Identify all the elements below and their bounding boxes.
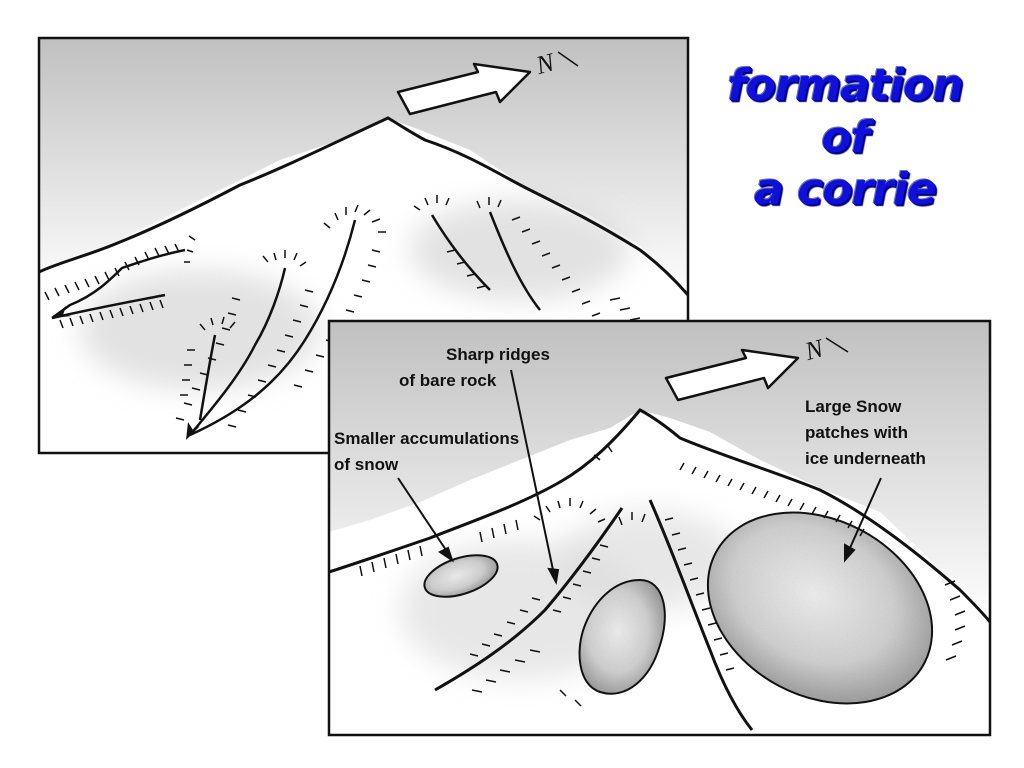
north-arrow-tail <box>825 337 849 353</box>
title-line-2: a corrie <box>754 164 937 215</box>
north-arrow-icon <box>664 348 800 402</box>
svg-text:patches with: patches with <box>805 423 908 442</box>
stream-arrow-icon <box>52 306 72 318</box>
sharp-ridge-lines <box>434 499 754 731</box>
after-panel <box>329 321 990 735</box>
svg-text:Large Snow: Large Snow <box>805 397 902 416</box>
diagram-title: formation of a corrie <box>700 60 990 216</box>
after-panel-frame <box>327 319 992 737</box>
svg-text:Smaller accumulations: Smaller accumulations <box>334 429 519 448</box>
svg-text:Sharp ridges: Sharp ridges <box>446 345 550 364</box>
title-line-1: formation of <box>727 60 963 163</box>
mountain-ridge-line <box>329 408 990 623</box>
stream-arrow-icon <box>186 422 200 440</box>
label-pointer-arrows <box>397 369 882 586</box>
label-large-snow: Large Snow patches with ice underneath <box>805 397 926 468</box>
north-arrow-icon <box>396 62 532 116</box>
svg-text:ice underneath: ice underneath <box>805 449 926 468</box>
svg-text:of bare rock: of bare rock <box>399 371 497 390</box>
label-sharp-ridges: Sharp ridges of bare rock <box>399 345 550 390</box>
mountain-ridge-line <box>39 116 688 296</box>
svg-text:of snow: of snow <box>334 455 399 474</box>
north-arrow-tail <box>557 51 579 67</box>
label-smaller-accumulations: Smaller accumulations of snow <box>334 429 519 474</box>
hachure-marks <box>359 445 966 707</box>
